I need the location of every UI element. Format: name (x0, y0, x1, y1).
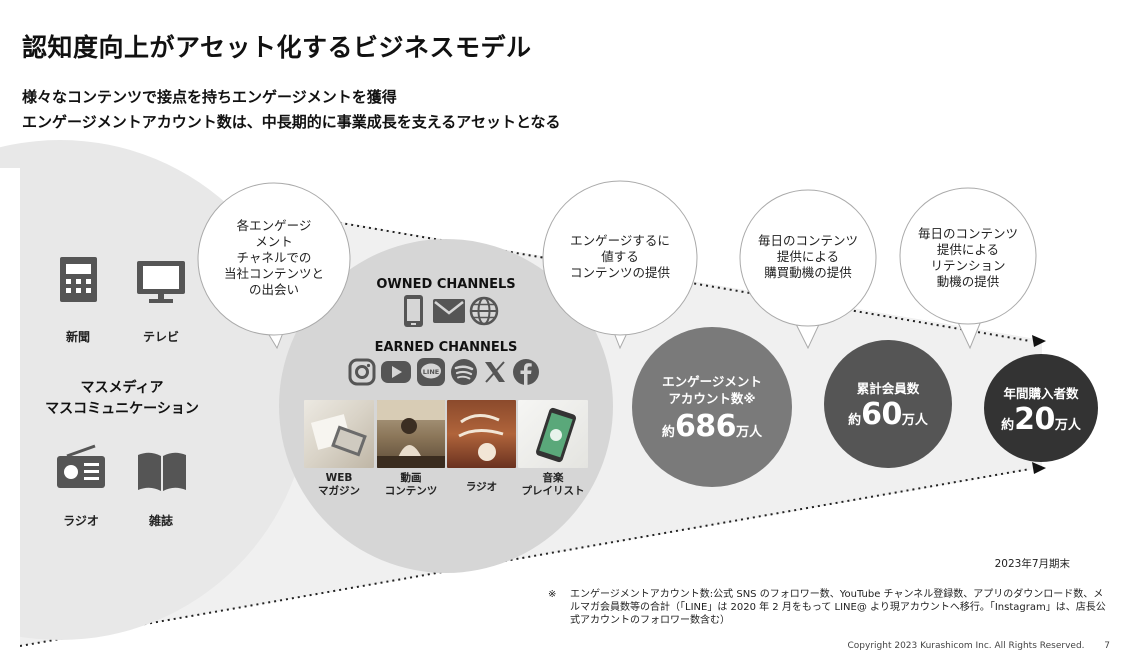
web-magazine-photo (304, 400, 374, 468)
metric-engagement-accounts-label: エンゲージメント アカウント数※ (662, 374, 762, 406)
mail-icon (433, 299, 465, 323)
earned-channels-title: EARNED CHANNELS (374, 340, 518, 355)
subtitle-line-1: 様々なコンテンツで接点を持ちエンゲージメントを獲得 (22, 88, 397, 106)
smartphone-icon (404, 295, 423, 327)
metric-total-members-label: 累計会員数 (856, 381, 920, 396)
bubble-text-1: 各エンゲージ メント チャネルでの 当社コンテンツと の出会い (223, 218, 324, 297)
metric-total-members-prefix: 約 (848, 413, 862, 428)
copyright: Copyright 2023 Kurashicom Inc. All Right… (848, 641, 1110, 651)
mass-media-title-line-1: マスメディア (80, 380, 164, 396)
mass-media-title-line-2: マスコミュニケーション (45, 401, 199, 417)
media-label-magazine: 雑誌 (148, 514, 173, 528)
bubble-text-4: 毎日のコンテンツ 提供による リテンション 動機の提供 (917, 226, 1018, 289)
mass-media-title: マスメディア マスコミュニケーション (30, 378, 214, 420)
media-label-tv: テレビ (142, 330, 179, 344)
youtube-icon (381, 361, 411, 383)
metric-annual-purchasers: 年間購入者数 約20万人 (984, 354, 1098, 462)
caption-radio: ラジオ (465, 481, 498, 493)
speech-bubble-2 (542, 180, 698, 350)
radio-photo (447, 400, 516, 468)
metric-total-members: 累計会員数 約60万人 (824, 340, 952, 468)
metric-annual-purchasers-label: 年間購入者数 (1003, 386, 1079, 401)
page-number: 7 (1104, 641, 1110, 651)
tv-icon (137, 261, 185, 303)
metric-annual-purchasers-unit: 万人 (1054, 418, 1081, 433)
metric-engagement-accounts-value: 686 (674, 409, 737, 444)
copyright-text: Copyright 2023 Kurashicom Inc. All Right… (847, 641, 1085, 651)
arrow-top-head (1032, 335, 1046, 347)
funnel-top-edge (19, 167, 1031, 342)
speech-bubble-4 (899, 187, 1037, 350)
media-label-radio: ラジオ (63, 514, 99, 528)
bubble-text-2: エンゲージするに 値する コンテンツの提供 (569, 233, 670, 280)
caption-web-magazine: WEB マガジン (318, 472, 360, 497)
page-title: 認知度向上がアセット化するビジネスモデル (22, 33, 532, 62)
metric-engagement-accounts-unit: 万人 (736, 425, 763, 440)
radio-icon (57, 444, 105, 488)
facebook-icon (513, 359, 539, 385)
footnote-mark: ※ (548, 589, 557, 600)
metric-total-members-unit: 万人 (901, 413, 928, 428)
magazine-icon (138, 452, 186, 491)
channels-circle (279, 239, 613, 573)
metric-annual-purchasers-value: 20 (1014, 402, 1055, 437)
caption-video-content: 動画 コンテンツ (384, 472, 438, 497)
x-icon (485, 361, 505, 383)
speech-bubble-1 (197, 182, 351, 350)
footnote: ※ エンゲージメントアカウント数:公式 SNS のフォロワー数、YouTube … (548, 588, 1108, 627)
media-label-newspaper: 新聞 (65, 330, 90, 344)
spotify-icon (451, 359, 477, 385)
instagram-icon (348, 358, 376, 386)
caption-music-playlist: 音楽 プレイリスト (521, 472, 585, 497)
metric-engagement-accounts: エンゲージメント アカウント数※ 約686万人 (632, 327, 792, 487)
music-playlist-photo (518, 400, 588, 468)
speech-bubble-3 (739, 189, 877, 350)
metric-annual-purchasers-prefix: 約 (1001, 418, 1015, 433)
as-of-date: 2023年7月期末 (994, 558, 1070, 570)
arrow-bottom-head (1032, 462, 1046, 474)
svg-text:LINE: LINE (423, 368, 439, 376)
video-content-photo (377, 400, 445, 468)
footnote-text: エンゲージメントアカウント数:公式 SNS のフォロワー数、YouTube チャ… (570, 589, 1106, 626)
newspaper-icon (60, 257, 97, 302)
metric-total-members-value: 60 (861, 397, 902, 432)
line-icon: LINE (417, 358, 445, 386)
globe-icon (469, 296, 499, 326)
metric-engagement-accounts-prefix: 約 (661, 425, 675, 440)
bubble-text-3: 毎日のコンテンツ 提供による 購買動機の提供 (757, 233, 858, 280)
subtitle-line-2: エンゲージメントアカウント数は、中長期的に事業成長を支えるアセットとなる (22, 113, 561, 131)
owned-channels-title: OWNED CHANNELS (376, 277, 516, 292)
